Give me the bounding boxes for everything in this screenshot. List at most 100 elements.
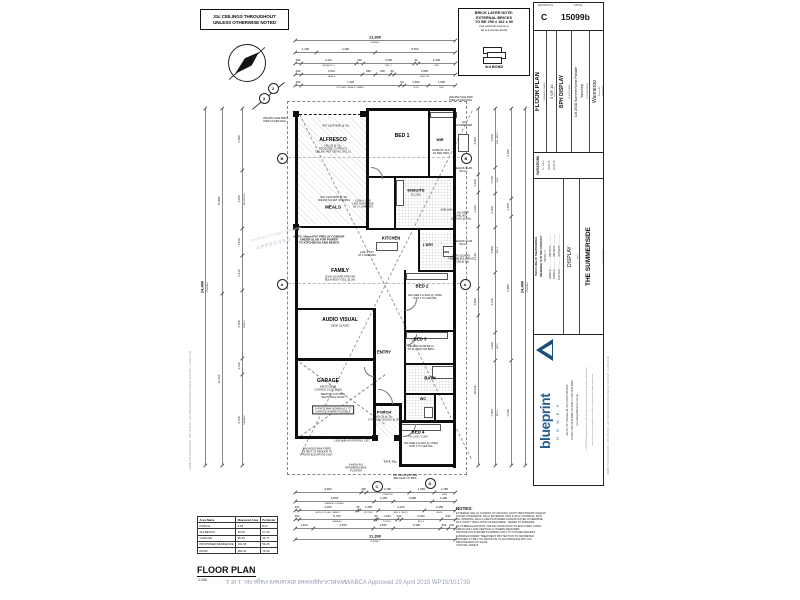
plan-annotation-line: 1100H x 2000 <box>355 199 371 203</box>
fixture-outline <box>406 273 448 280</box>
logo-homes-text: H O M E S <box>555 402 560 440</box>
plan-annotation-line: A/C <box>461 120 467 124</box>
notes-lines: EXTERNAL WALLS CONSIST OF 230 NOM. CAVIT… <box>456 511 546 548</box>
room-label-bath: BATH <box>424 375 436 381</box>
plan-annotation-line: PIER AS PER ENG. <box>263 120 287 123</box>
plan-annotation-line: 3RD LEAF OF BWK <box>393 477 417 480</box>
plan-annotation-line: W/ 3 x SHELVES <box>353 205 373 209</box>
room-sublabel: EL 2HD <box>411 193 421 197</box>
ceiling-note-box: 31c CEILINGS THROUGHOUT UNLESS OTHERWISE… <box>200 9 289 30</box>
plan-annotation-line: 2640/40 SQ SET OPENING <box>317 199 351 202</box>
room-sublabel: HBLCB @ 31c <box>324 144 342 147</box>
sheet-edge-note: 15099b THE SUMMERSIDE - BPH DISPLAY - LO… <box>189 350 192 470</box>
plan-annotation-line: RECESS SLAB 85mm <box>408 344 434 348</box>
logo-address-line: www.blueprinthomes.com.au <box>576 394 579 426</box>
plan-annotation: GHD HWU <box>441 208 454 211</box>
room-sublabel: GYPROCK CEILING @ 28c <box>367 418 401 422</box>
wall <box>399 403 402 467</box>
dimension-sublabel: BED 4 <box>417 520 425 523</box>
plan-annotation-line: DOR 1 TO CEILING <box>413 297 437 300</box>
dimension-label: 6,160 <box>237 415 241 424</box>
wall <box>399 420 456 423</box>
notes-line: EXTERNAL WALLS CONSIST OF 230 NOM. CAVIT… <box>456 511 546 515</box>
plan-annotation: EXT LEAF BWK @ 31c <box>322 124 349 127</box>
plan-annotation-line: RECESS SLAB <box>453 166 473 170</box>
room-label-audio-visual: AUDIO VISUAL <box>322 317 358 323</box>
revision-value: C <box>541 12 548 22</box>
plan-annotation-line: 1,690 @89 AS PER ENG. DET. <box>333 439 371 443</box>
dimension-label: 4,700 <box>237 320 241 328</box>
dimension-label: 940 <box>445 514 451 519</box>
wall <box>404 330 456 332</box>
dimension-label: 4,490 <box>341 47 350 52</box>
plan-annotation-line: SHELVES <box>455 214 467 218</box>
section-marker-c: C <box>371 480 383 492</box>
dimension-sublabel: OVERALL <box>369 540 381 543</box>
dimension-label: 290 <box>295 80 301 85</box>
room-label-wc: WC <box>419 397 427 401</box>
dimension-label: 2,360 <box>473 205 477 213</box>
client-name-label: CLIENT NAME <box>568 84 571 99</box>
dimension-tick <box>240 463 244 467</box>
dimension-label: 4,455 <box>339 523 347 528</box>
logo-section: blueprint H O M E S Unit 22, 257 Balcatt… <box>534 335 603 485</box>
wall <box>399 464 456 467</box>
notes-line: EUROPEAN BIRDS' TREATMENT PROTECTION TO … <box>456 534 534 538</box>
dimension-tick <box>509 463 513 467</box>
site-address-label: SITE ADDRESS <box>586 83 589 100</box>
dimension-sublabel: PIER <box>441 493 448 496</box>
plan-annotation-line: 4 x 450 DEEP <box>452 211 470 215</box>
dimension-sublabel: WIR <box>434 64 439 67</box>
wall <box>366 176 456 178</box>
plan-annotation-line: DOR 1 TO CEILING <box>409 445 433 448</box>
section-marker-b: B <box>460 152 472 164</box>
plan-annotation-line: GARAGE WHERE POSSIBLE <box>315 410 351 413</box>
dimension-tick <box>453 61 457 65</box>
plan-annotation-line: 14 FACE BWK NOMINALLY TO <box>314 406 352 410</box>
plan-annotation-line: PLANTER <box>350 469 362 473</box>
dimension-sublabel: BED 2 <box>497 246 499 253</box>
dimension-label: 1,545 <box>379 523 387 528</box>
dimension-sublabel: PORCH <box>383 520 391 523</box>
dimension-label: 6,180 <box>506 149 510 157</box>
logo-address-line: Unit 22, 257 Balcatta Rd, BALCATTA WA 60… <box>566 384 569 436</box>
brick-note-line: EXTERNAL BRICKS <box>475 15 512 20</box>
dimension-label: 3,585 <box>420 69 429 74</box>
plan-annotation-line: LAM. P'TRY <box>359 250 375 254</box>
dimension-sublabel: OVERALL <box>207 281 209 292</box>
plan-annotation-line: 250x350 FACE BWK <box>448 95 474 99</box>
plan-annotation-line: ROBE PK SLD <box>432 148 450 152</box>
dimension-label: 1,890 <box>417 487 426 492</box>
dimension-label: 1,600 <box>412 80 420 85</box>
dimension-sublabel: ENSUITE <box>419 75 430 78</box>
drawn-by-label: Drawn By <box>599 86 601 97</box>
area-table-cell: 74.06 <box>259 546 279 555</box>
room-label-porch: PORCH <box>376 409 392 415</box>
contract-signature-line: THIS IS ONE OF THE DRAWINGS <box>535 236 538 277</box>
dimension-label: 2,350 <box>490 206 494 214</box>
room-sublabel: CEILING REF. DETAIL 5/A2.15 <box>315 150 351 153</box>
wall <box>418 230 420 272</box>
dimension-line <box>295 85 455 86</box>
dimension-label: 11,390 <box>368 533 382 539</box>
plan-annotation-line: PIER AS PER ENG. <box>449 99 473 102</box>
dimension-sublabel: ALFRESCO <box>322 64 335 67</box>
dimension-label: 90 <box>400 80 404 85</box>
contract-signature-line: BUILDER ................ WITNESS .......… <box>558 233 561 280</box>
plan-annotation-line: FRONT ELEVATION ONLY <box>301 453 333 457</box>
notes-line: R4.0 FIBREGLASS BATT CEILING INSULATION … <box>456 524 542 528</box>
dimension-sublabel: KITCHEN / MEALS / FAMILY <box>336 86 365 89</box>
dimension-label: 3,050 <box>417 514 425 519</box>
room-sublabel: BM/VO (B=2) <box>320 385 336 388</box>
contract-signature-line: OWNER ................ WITNESS .........… <box>548 233 552 280</box>
fixture-outline <box>424 407 433 418</box>
fixture-outline <box>430 112 457 118</box>
room-sublabel: FH 1,030 / 1,800 <box>408 435 428 439</box>
dimension-line <box>295 510 455 511</box>
dimension-label: 1,770 <box>490 176 494 184</box>
plan-annotation-line: V333B @ 28c <box>452 260 470 264</box>
